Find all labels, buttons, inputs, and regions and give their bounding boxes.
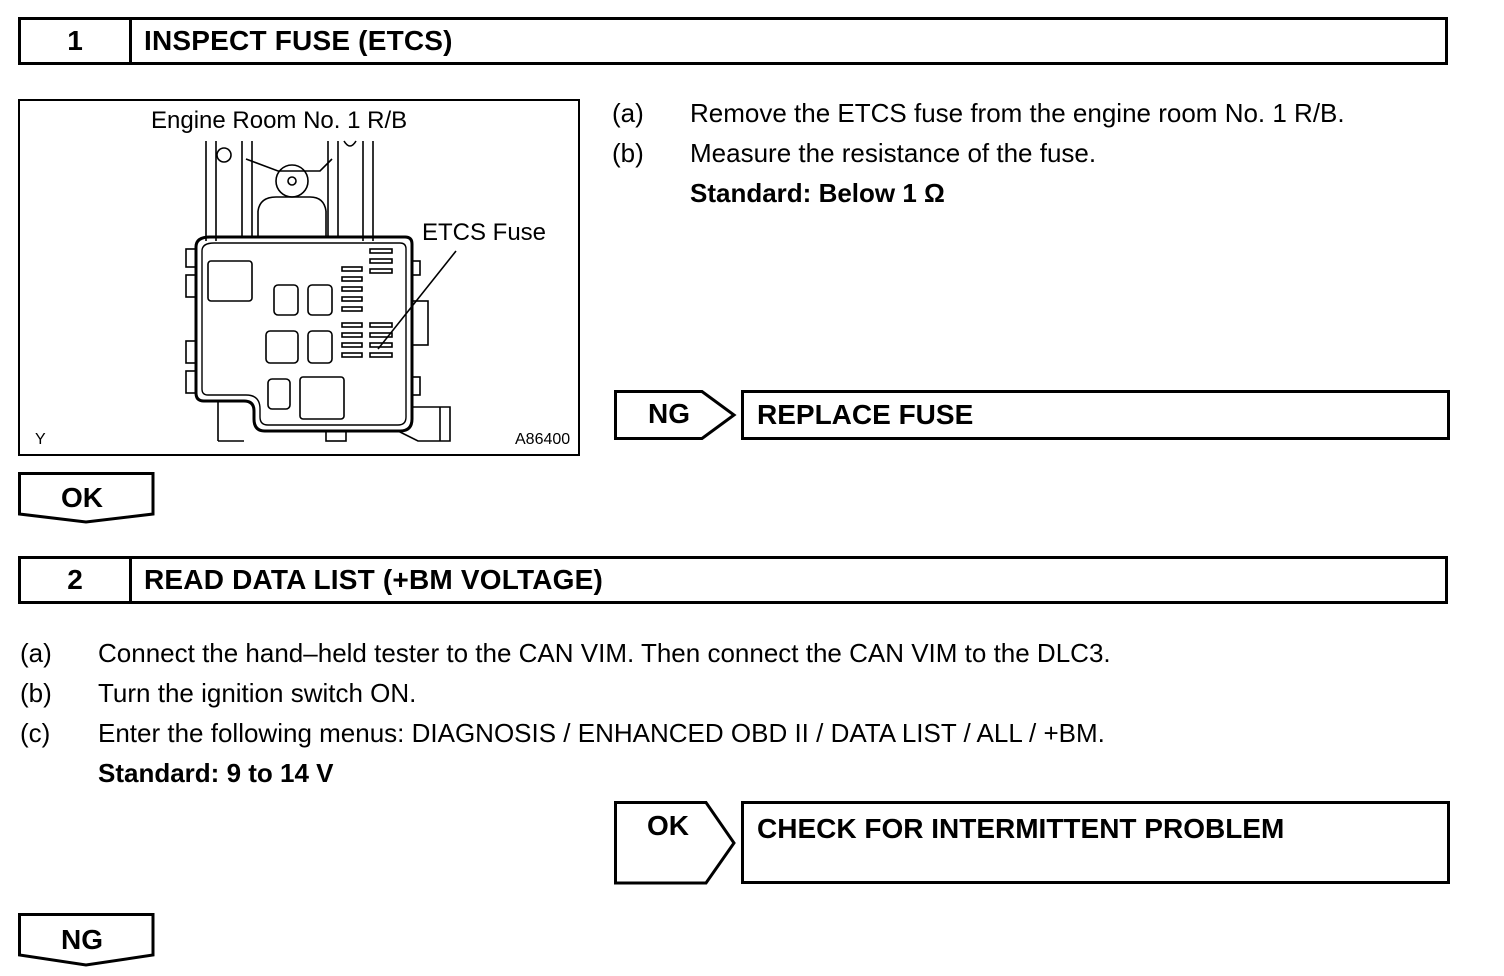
ok-down-arrow-shape [18,472,155,524]
item-text: Turn the ignition switch ON. [98,678,417,708]
item-text: Measure the resistance of the fuse. [690,138,1097,168]
ok-label: OK [61,482,103,513]
item-label: (a) [612,98,644,128]
ok-label: OK [647,810,689,841]
ng-label: NG [61,924,103,955]
step-number: 1 [21,20,132,62]
figure-caption: Engine Room No. 1 R/B [151,107,408,134]
step-1-header: 1 INSPECT FUSE (ETCS) [18,17,1448,65]
relay-block-drawing [185,140,457,442]
item-text: Enter the following menus: DIAGNOSIS / E… [98,718,1105,748]
step-title: INSPECT FUSE (ETCS) [144,25,453,56]
step1-standard: Standard: Below 1 Ω [690,178,945,208]
item-label: (b) [20,678,52,708]
step-title: READ DATA LIST (+BM VOLTAGE) [144,564,604,595]
figure-id: A86400 [515,431,571,448]
relay-block-illustration: Engine Room No. 1 R/B ETCS Fuse Y A86400 [18,99,580,456]
item-label: (a) [20,638,52,668]
ok-arrow-shape [614,801,736,885]
item-text: Connect the hand–held tester to the CAN … [98,638,1111,668]
step-number: 2 [21,559,132,601]
fuse-callout-label: ETCS Fuse [422,219,547,246]
step2-standard: Standard: 9 to 14 V [98,758,334,788]
check-intermittent-box: CHECK FOR INTERMITTENT PROBLEM [741,801,1450,884]
item-text: Remove the ETCS fuse from the engine roo… [690,98,1345,128]
ng-label: NG [648,398,690,429]
item-label: (c) [20,718,51,748]
item-label: (b) [612,138,644,168]
ng-down-arrow-shape [18,913,155,967]
replace-fuse-box: REPLACE FUSE [741,390,1450,440]
step-2-header: 2 READ DATA LIST (+BM VOLTAGE) [18,556,1448,604]
ng-arrow-shape [614,390,737,440]
figure-corner-letter: Y [35,431,46,448]
